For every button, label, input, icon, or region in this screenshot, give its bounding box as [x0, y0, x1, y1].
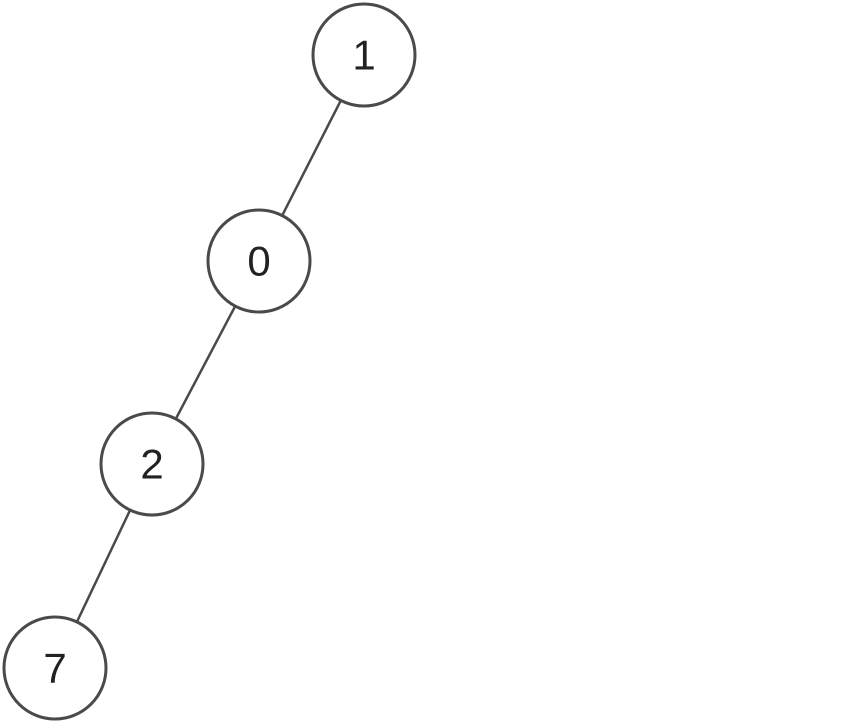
tree-node-circle: [311, 2, 417, 108]
tree-node-circle: [2, 615, 108, 721]
tree-node: 2: [99, 411, 205, 517]
tree-node-circle: [206, 208, 312, 314]
tree-node: 7: [2, 615, 108, 721]
tree-node-circle: [99, 411, 205, 517]
node-label: 2: [140, 441, 163, 488]
node-label: 7: [43, 645, 66, 692]
node-label: 1: [352, 32, 375, 79]
tree-node: 0: [206, 208, 312, 314]
tree-node: 1: [311, 2, 417, 108]
node-label: 0: [247, 238, 270, 285]
